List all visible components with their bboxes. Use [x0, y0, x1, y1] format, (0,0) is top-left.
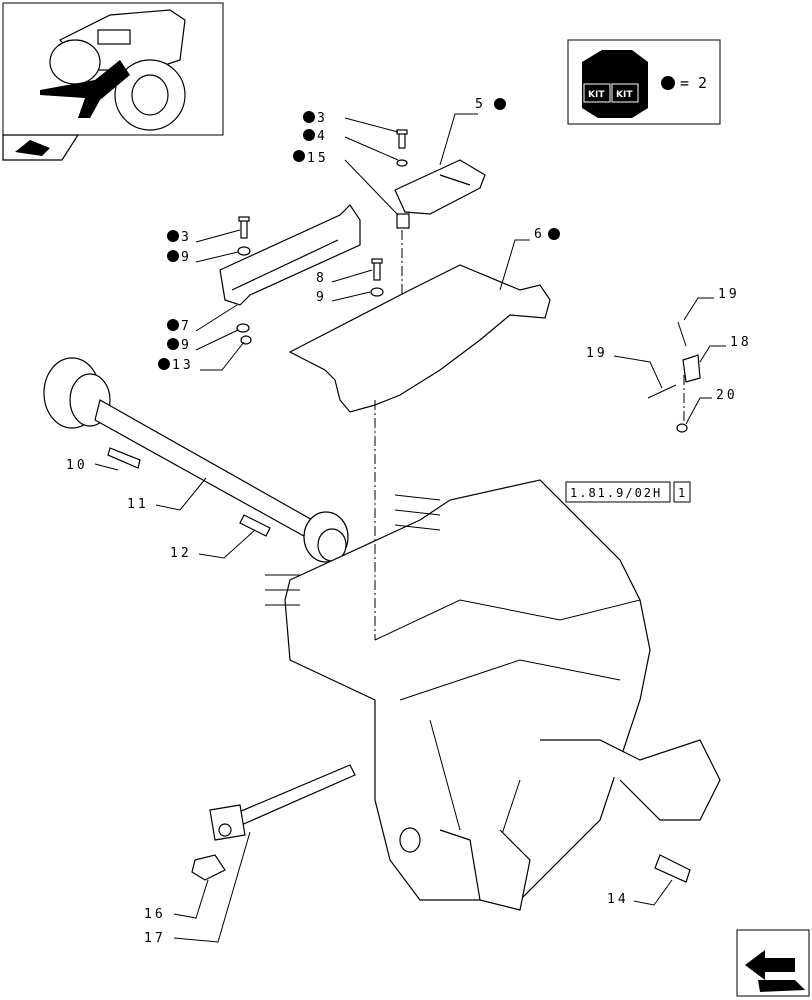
svg-text:18: 18 [730, 335, 752, 350]
rail-bracket [219, 204, 361, 306]
svg-text:16: 16 [144, 907, 166, 922]
svg-text:6: 6 [534, 227, 545, 242]
link-rod-part-17 [209, 764, 356, 841]
callout-4: 4 [303, 129, 399, 161]
callout-13: 13 [158, 341, 245, 373]
small-hardware-mid [370, 258, 384, 297]
reference-page: 1 [678, 486, 687, 500]
callout-12: 12 [170, 529, 256, 561]
callout-9-mid: 9 [316, 290, 371, 305]
svg-text:3: 3 [317, 111, 328, 126]
bolt-part-12 [239, 514, 271, 537]
svg-text:19: 19 [718, 287, 740, 302]
svg-text:9: 9 [181, 250, 192, 265]
tractor-thumbnail[interactable] [2, 2, 224, 136]
callout-19-left: 19 [586, 346, 663, 389]
svg-text:17: 17 [144, 931, 166, 946]
svg-text:10: 10 [66, 458, 88, 473]
svg-text:8: 8 [316, 271, 327, 286]
callout-10: 10 [66, 458, 119, 473]
callout-5: 5 [439, 97, 506, 166]
svg-text:3: 3 [181, 230, 192, 245]
front-hitch-frame [265, 400, 721, 911]
kit-bullet [661, 76, 675, 90]
svg-text:20: 20 [716, 388, 738, 403]
callout-8: 8 [316, 269, 373, 286]
callout-20: 20 [685, 388, 738, 425]
small-hardware-right [647, 321, 701, 433]
callout-9-left: 9 [167, 250, 239, 265]
svg-text:19: 19 [586, 346, 608, 361]
axle-shaft-part-11 [43, 357, 349, 563]
next-page-arrow-icon[interactable] [736, 929, 810, 997]
small-hardware-left [236, 216, 252, 345]
callout-19-top: 19 [683, 287, 740, 321]
kit-legend: KIT KIT = 2 [567, 39, 721, 125]
reference-code: 1.81.9/02H [570, 486, 662, 500]
pin-part-16 [191, 854, 226, 881]
bolt-part-10 [107, 447, 141, 469]
bracket-part-5 [394, 159, 486, 215]
kit-label-left: KIT [588, 90, 605, 100]
callout-6: 6 [499, 227, 560, 291]
callout-3-top: 3 [303, 111, 399, 133]
callout-14: 14 [607, 879, 673, 907]
svg-text:9: 9 [316, 290, 327, 305]
svg-text:14: 14 [607, 892, 629, 907]
callout-3-left: 3 [167, 229, 241, 245]
svg-text:4: 4 [317, 129, 328, 144]
kit-equals: = 2 [680, 74, 707, 92]
callout-18: 18 [699, 335, 752, 363]
svg-text:11: 11 [127, 497, 149, 512]
svg-text:7: 7 [181, 319, 192, 334]
svg-text:15: 15 [307, 151, 329, 166]
plate-part-6 [288, 264, 551, 413]
prev-page-arrow-icon[interactable] [2, 134, 80, 161]
svg-text:9: 9 [181, 338, 192, 353]
callout-17: 17 [144, 831, 251, 946]
svg-text:5: 5 [475, 97, 486, 112]
svg-text:12: 12 [170, 546, 192, 561]
callout-15: 15 [293, 150, 399, 216]
callout-11: 11 [127, 477, 207, 512]
svg-text:13: 13 [172, 358, 194, 373]
callout-9-low: 9 [167, 329, 239, 353]
callout-7: 7 [167, 304, 238, 334]
pin-part-14 [654, 854, 691, 883]
kit-label-right: KIT [616, 90, 633, 100]
callout-16: 16 [144, 879, 209, 922]
